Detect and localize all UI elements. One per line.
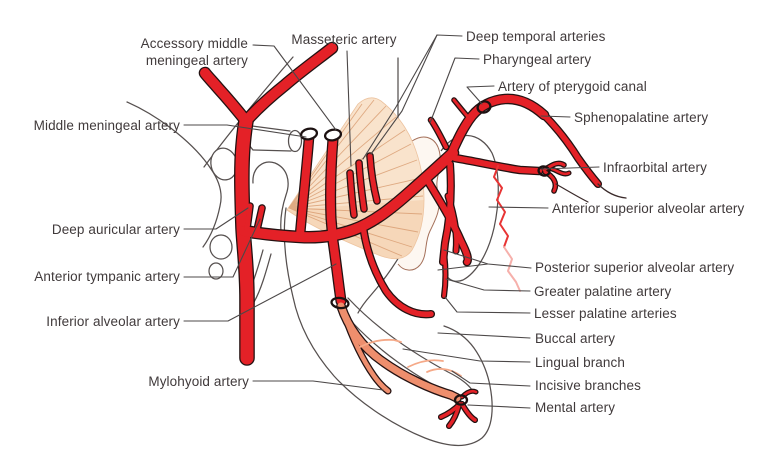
leader-inferior-alveolar-artery [183,263,337,322]
deep-temporal-vessel-2 [367,153,380,204]
leader-lingual-branch [402,348,531,363]
deep-auricular-vessel [244,203,253,232]
ear-canal-oval-small [208,262,224,280]
mandible-outline [283,207,493,447]
label-deep-temporal-arteries: Deep temporal arteries [466,29,606,44]
leader-buccal-artery [437,332,531,339]
foramen-ovale-ring [323,128,343,142]
label-lingual-branch: Lingual branch [535,355,625,370]
sphenopalatine-vessel [448,94,548,156]
leader-greater-palatine-artery [445,278,531,292]
label-lesser-palatine-arteries: Lesser palatine arteries [534,306,677,321]
posterior-superior-alveolar-vessel [423,175,471,265]
label-mylohyoid-artery: Mylohyoid artery [148,374,249,389]
leader-incisive-branches [451,370,531,387]
sphenopalatine-foramen-ring [476,100,492,114]
label-buccal-artery: Buccal artery [535,331,615,346]
vessels [200,43,627,428]
infraorbital-claw-2 [543,170,557,193]
leader-masseteric-artery [346,50,352,167]
label-artery-of-pterygoid-canal: Artery of pterygoid canal [498,79,647,94]
foramen-spinosum-ring [299,127,319,141]
leader-lesser-palatine-arteries [444,296,531,314]
leader-lines [183,34,600,409]
parietal-branch-vessel [241,43,337,126]
accessory-meningeal-inferior-alveolar-vessel [326,134,346,306]
incisive-branch-vessel-2 [426,368,462,377]
masseteric-vessel [347,170,357,218]
label-inferior-alveolar-artery: Inferior alveolar artery [46,314,180,329]
label-anterior-tympanic-artery: Anterior tympanic artery [34,269,180,284]
lingual-branch-vessel [359,338,402,348]
infraorbital-claw-3 [550,167,571,176]
leader-middle-meningeal-artery [183,124,307,138]
leader-deep-temporal-arteries-2 [370,34,438,155]
middle-meningeal-vessel [296,134,313,239]
incisive-branch-vessel-1 [407,359,444,368]
label-deep-auricular-artery: Deep auricular artery [52,222,180,237]
mental-claw-3 [460,402,477,422]
ear-canal-oval [209,234,233,260]
leader-mylohyoid-artery [252,380,384,391]
label-posterior-superior-alveolar-artery: Posterior superior alveolar artery [535,260,734,275]
mandibular-foramen-ring [330,296,350,310]
leader-deep-auricular-artery [183,207,249,230]
superficial-temporal-trunk-vessel [235,114,254,365]
anterior-superior-alveolar-vessel [493,165,509,248]
mandibular-canal-upper [347,297,473,391]
greater-palatine-vessel [440,161,454,265]
leader-anterior-superior-alveolar-artery [488,206,549,209]
label-infraorbital-artery: Infraorbital artery [603,160,707,175]
label-greater-palatine-artery: Greater palatine artery [534,284,672,299]
zygomatic-arch-cut [247,125,292,152]
leader-sphenopalatine-artery [540,115,571,118]
leader-accessory-middle-meningeal-artery [252,44,337,131]
infraorbital-vessel [452,155,542,174]
leader-anterior-tympanic-artery [183,218,261,278]
temporal-bone-curve [126,101,222,248]
foramen-rings [299,100,551,406]
label-middle-meningeal-artery: Middle meningeal artery [34,118,181,133]
leader-pharyngeal-artery [429,57,480,124]
leader-posterior-superior-alveolar-artery-2 [437,263,489,271]
label-sphenopalatine-artery: Sphenopalatine artery [574,110,708,125]
anterior-superior-alveolar-vessel-pale [503,246,521,292]
label-masseteric-artery: Masseteric artery [291,32,396,47]
pharyngeal-vessel [429,118,448,149]
zygomatic-cut-cap [287,129,303,153]
lesser-palatine-vessel [442,250,448,298]
sphenopalatine-vessel-tail [541,112,601,187]
leader-mental-artery [467,404,531,409]
buccal-vessel [360,223,434,318]
deep-temporal-vessel-1 [356,160,367,212]
mental-claw-2 [447,403,461,428]
mandibular-condyle [252,161,289,232]
infraorbital-foramen-ring [537,165,551,177]
frontal-branch-vessel [200,68,251,126]
label-anterior-superior-alveolar-artery: Anterior superior alveolar artery [552,201,745,216]
infraorbital-tail-line [555,183,589,203]
sphenopalatine-tail-line [597,183,627,199]
label-mental-artery: Mental artery [535,400,615,415]
leader-deep-temporal-arteries [362,34,463,160]
pterygoid-canal-vessel [452,98,470,119]
mylohyoid-vessel [341,311,391,394]
label-incisive-branches: Incisive branches [535,378,641,393]
mental-foramen-ring [453,394,469,406]
leader-infraorbital-artery [540,166,600,170]
label-pharyngeal-artery: Pharyngeal artery [483,52,591,67]
leader-artery-of-pterygoid-canal [466,85,495,105]
